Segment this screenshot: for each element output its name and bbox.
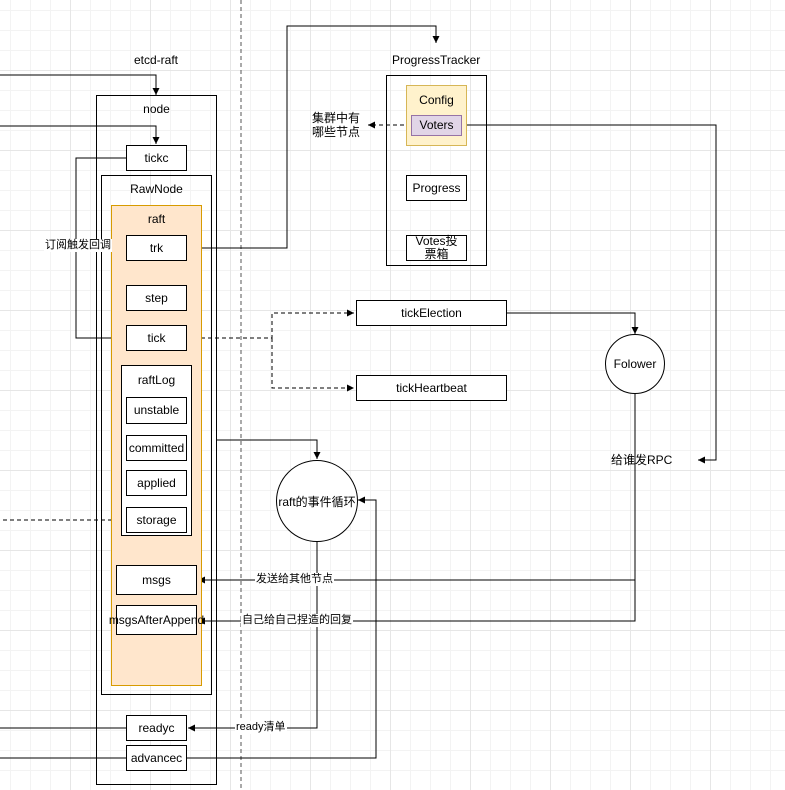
voters-box[interactable]: Voters: [411, 115, 462, 136]
edge-tick-heartbeat: [271, 338, 354, 392]
node-container: node: [96, 95, 217, 785]
rawnode-container: RawNode: [101, 175, 212, 695]
advancec-box[interactable]: advancec: [126, 745, 187, 771]
committed-box[interactable]: committed: [126, 435, 187, 461]
tick-box[interactable]: tick: [126, 325, 187, 351]
edge-election-follower: [507, 312, 639, 334]
progress-tracker-title: ProgressTracker: [392, 53, 481, 67]
follower-circle[interactable]: Folower: [605, 334, 665, 394]
ready-list-label: ready清单: [235, 721, 287, 734]
send-rpc-note: 给谁发RPC: [611, 453, 673, 467]
tickc-box[interactable]: tickc: [126, 145, 187, 171]
unstable-box[interactable]: unstable: [126, 397, 187, 424]
raft-title: raft: [147, 212, 166, 226]
msgs-after-append-box[interactable]: msgsAfterAppend: [109, 605, 204, 635]
cluster-nodes-note: 集群中有 哪些节点: [312, 111, 361, 139]
step-box[interactable]: step: [126, 285, 187, 311]
subscribe-label: 订阅触发回调: [44, 239, 112, 252]
send-to-others-label: 发送给其他节点: [255, 573, 334, 586]
edge-follower-msgs: [198, 394, 636, 584]
event-loop-circle[interactable]: raft的事件循环: [276, 460, 358, 542]
trk-box[interactable]: trk: [126, 235, 187, 261]
tick-election-box[interactable]: tickElection: [356, 300, 507, 326]
readyc-box[interactable]: readyc: [126, 715, 187, 741]
edge-into-node: [0, 74, 160, 95]
progress-box[interactable]: Progress: [406, 175, 467, 201]
etcd-raft-title: etcd-raft: [134, 53, 179, 67]
storage-box[interactable]: storage: [126, 507, 187, 533]
config-title: Config: [419, 93, 454, 107]
self-reply-label: 自己给自己捏造的回复: [241, 614, 353, 627]
tick-heartbeat-box[interactable]: tickHeartbeat: [356, 375, 507, 401]
progress-tracker-container: [386, 75, 487, 266]
node-title: node: [143, 102, 170, 116]
rawnode-title: RawNode: [130, 182, 183, 196]
msgs-box[interactable]: msgs: [116, 565, 197, 595]
raftlog-title: raftLog: [137, 373, 176, 387]
edge-rawnode-loop: [217, 439, 321, 459]
edge-voters-rpc: [462, 124, 717, 464]
applied-box[interactable]: applied: [126, 470, 187, 496]
votes-box[interactable]: Votes投票箱: [406, 235, 467, 261]
